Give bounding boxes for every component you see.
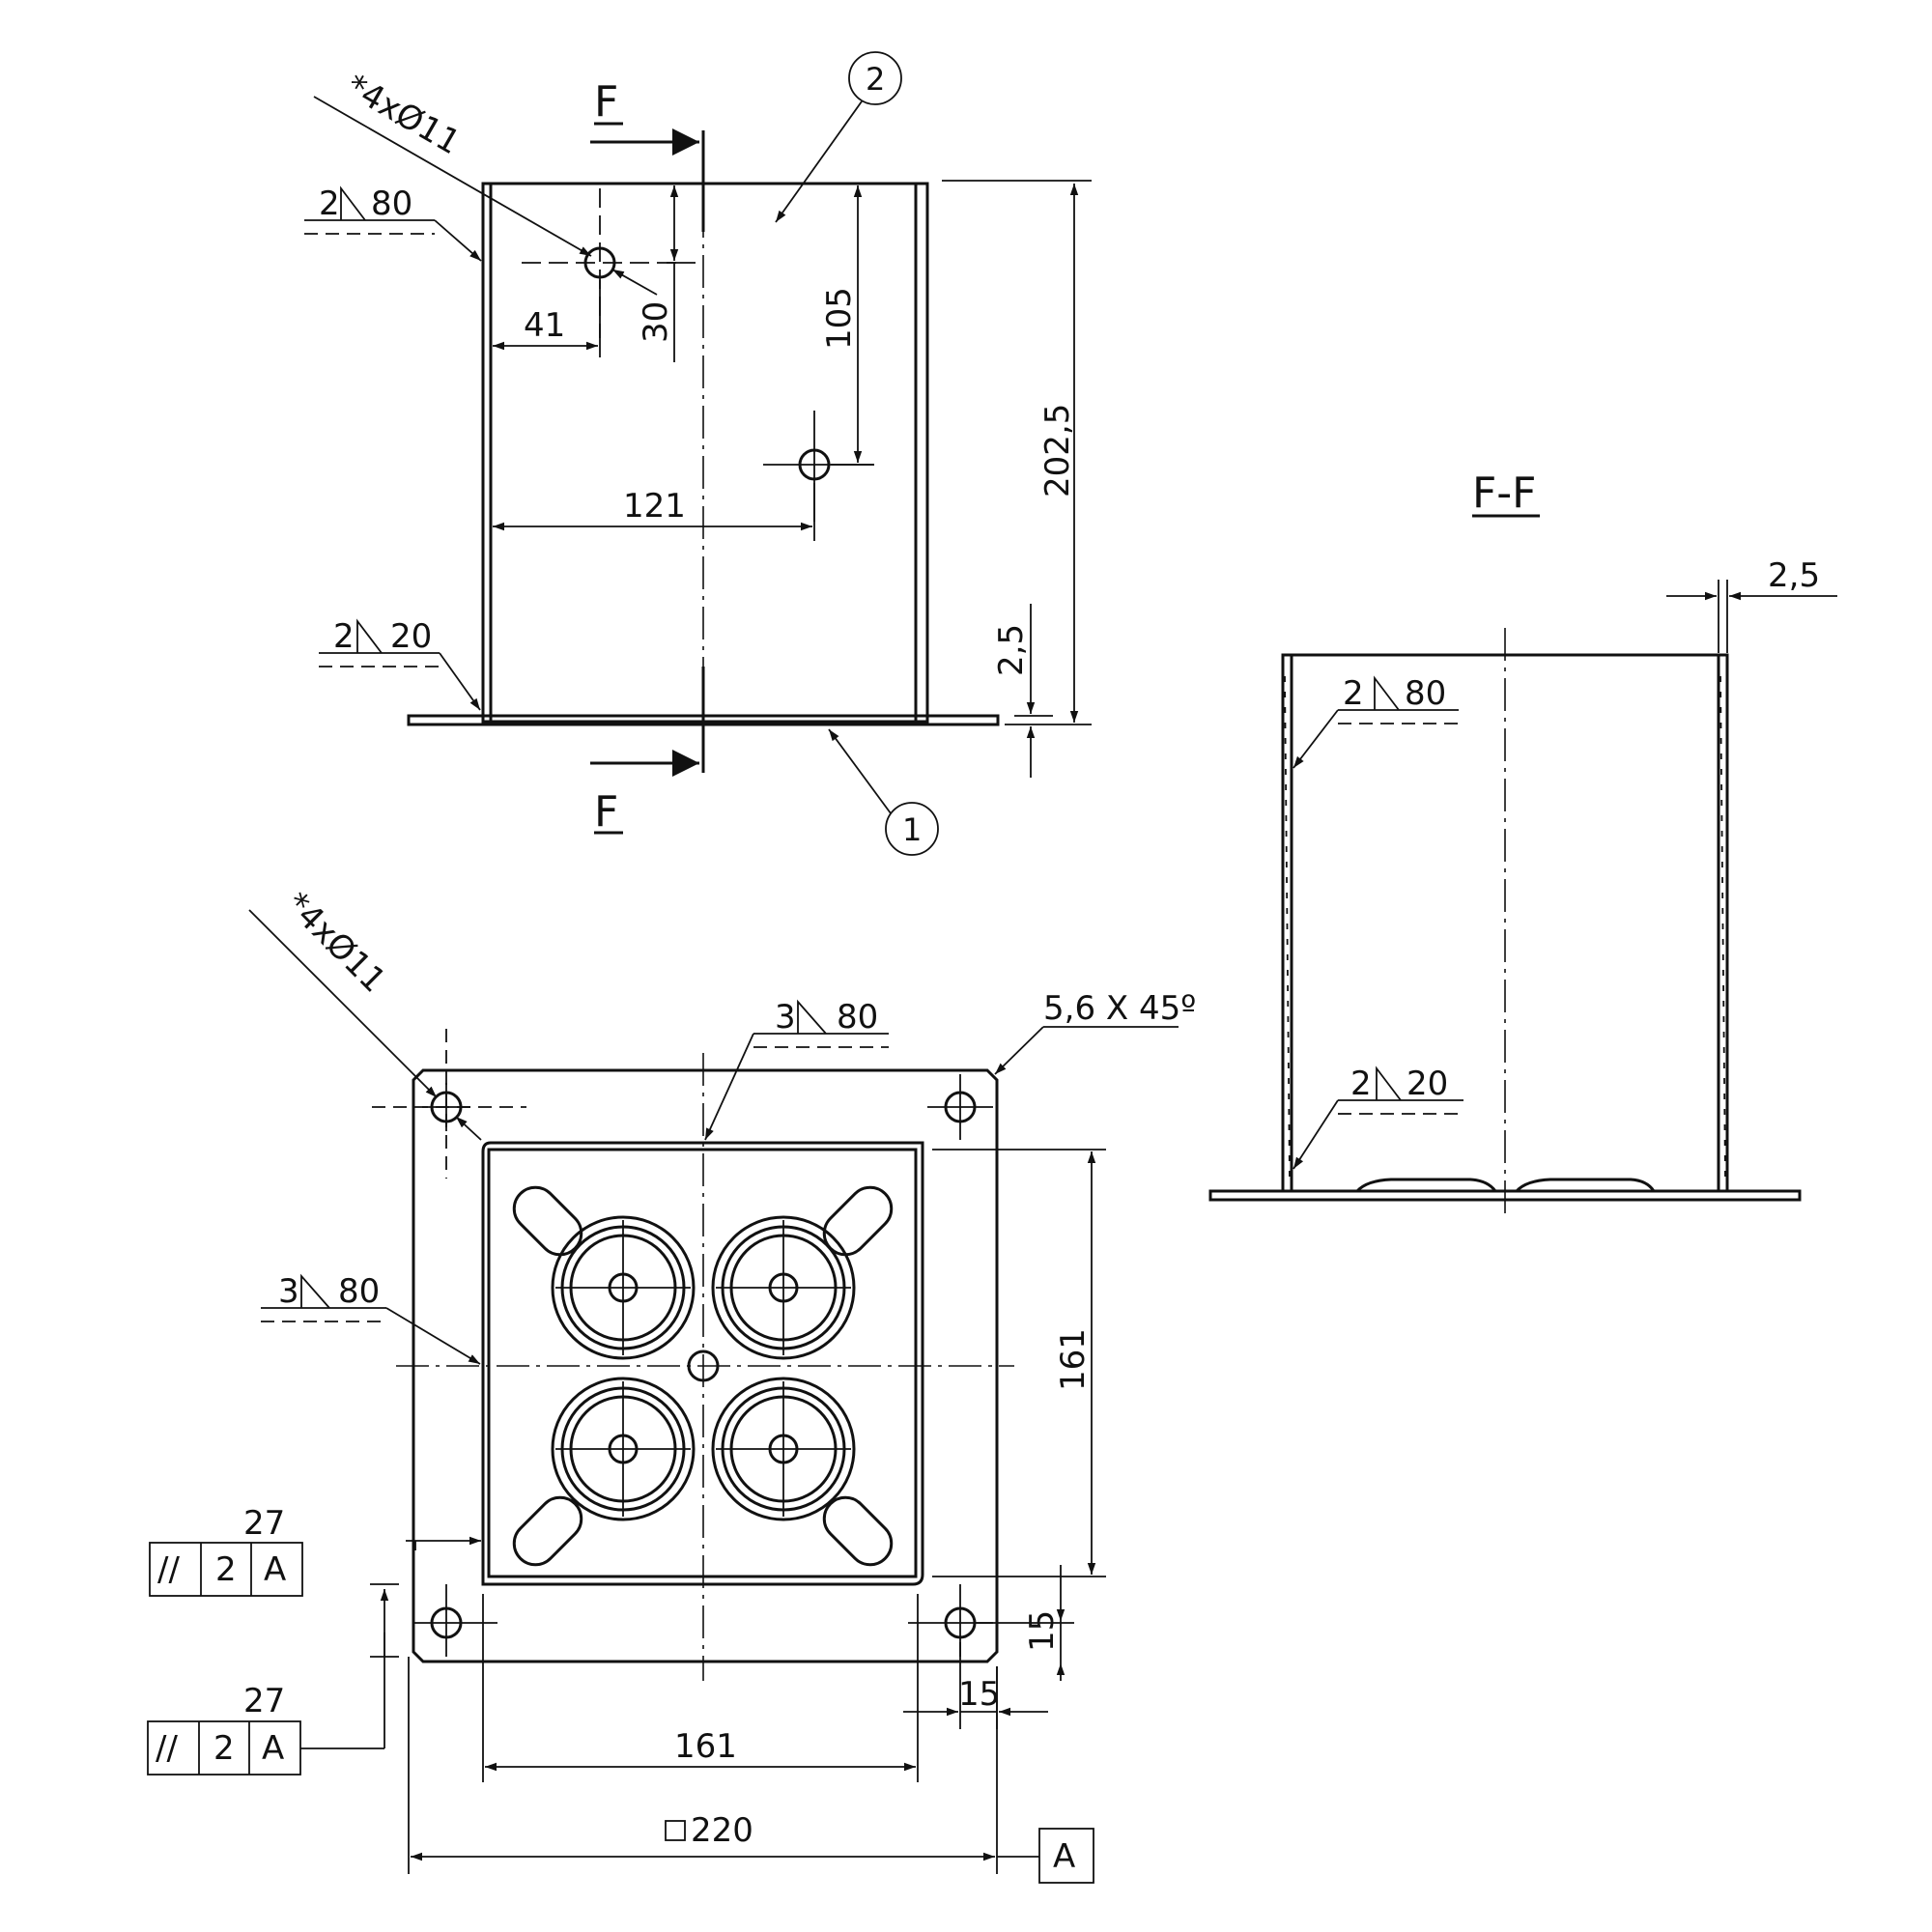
plan-weld-left: 3 80 — [261, 1272, 481, 1365]
svg-text:2: 2 — [213, 1729, 235, 1768]
svg-text:3: 3 — [278, 1272, 299, 1311]
section-letter-top: F — [594, 77, 618, 127]
svg-text:220: 220 — [691, 1811, 753, 1850]
dim-161-vertical: 161 — [932, 1149, 1106, 1577]
section-wall-right — [1717, 653, 1729, 1193]
section-view: F-F 2,5 2 80 — [1208, 469, 1837, 1219]
section-weld-top: 2 80 — [1293, 674, 1459, 769]
section-wall-left — [1281, 653, 1293, 1193]
tolerance-frame-2: 27 // 2 A — [147, 1583, 399, 1776]
datum-label: A — [1053, 1837, 1075, 1876]
dim-161-horizontal: 161 — [482, 1594, 919, 1782]
svg-text:20: 20 — [390, 617, 432, 656]
dim-121: 121 — [493, 483, 815, 541]
svg-text:2: 2 — [215, 1550, 237, 1589]
tube-outline — [481, 182, 929, 724]
svg-text:A: A — [264, 1550, 286, 1589]
dim-30: 30 — [637, 185, 696, 362]
plan-hole-callout: *4xØ11 — [278, 885, 393, 1000]
dim-wall-2-5: 2,5 — [1666, 556, 1837, 653]
dim-15-vertical: 15 — [976, 1565, 1074, 1681]
tube-square — [481, 1141, 924, 1586]
svg-text:27: 27 — [243, 1682, 285, 1720]
svg-text:80: 80 — [1405, 674, 1446, 713]
svg-text:80: 80 — [338, 1272, 380, 1311]
dim-202-5: 202,5 — [942, 180, 1092, 725]
svg-text:121: 121 — [623, 487, 686, 526]
svg-text://: // — [156, 1729, 178, 1768]
svg-text:2,5: 2,5 — [992, 624, 1031, 676]
balloon-1: 1 — [828, 728, 939, 856]
dim-2-5: 2,5 — [992, 604, 1053, 778]
plan-view: *4xØ11 3 80 3 80 5,6 X 45º — [147, 885, 1196, 1884]
svg-text://: // — [157, 1550, 180, 1589]
dim-square-220: 220 A — [408, 1657, 1094, 1884]
svg-text:1: 1 — [902, 811, 922, 848]
svg-text:27: 27 — [243, 1504, 285, 1543]
svg-text:A: A — [262, 1729, 284, 1768]
svg-text:3: 3 — [775, 998, 796, 1037]
weld-symbol-bottom: 2 20 — [319, 617, 481, 711]
dim-41: 41 — [493, 280, 601, 357]
svg-text:20: 20 — [1406, 1065, 1448, 1103]
svg-text:15: 15 — [1023, 1610, 1062, 1652]
svg-text:2: 2 — [319, 185, 340, 223]
svg-text:161: 161 — [1054, 1328, 1093, 1391]
svg-text:41: 41 — [524, 306, 565, 345]
section-title: F-F — [1472, 469, 1537, 518]
svg-text:2: 2 — [1343, 674, 1364, 713]
svg-text:80: 80 — [837, 998, 878, 1037]
balloon-2: 2 — [775, 51, 902, 223]
svg-text:2: 2 — [333, 617, 355, 656]
svg-text:15: 15 — [958, 1675, 1000, 1714]
svg-text:105: 105 — [820, 287, 859, 350]
weld-symbol-top: 2 80 — [304, 185, 482, 262]
base-plate-outline — [412, 1068, 999, 1663]
svg-text:5,6 X 45º: 5,6 X 45º — [1043, 989, 1196, 1028]
svg-text:202,5: 202,5 — [1038, 404, 1077, 497]
svg-text:80: 80 — [371, 185, 412, 223]
bosses — [551, 1215, 856, 1521]
tolerance-frame-1: 27 // 2 A — [149, 1504, 481, 1597]
section-weld-bottom: 2 20 — [1293, 1065, 1463, 1170]
dim-15-horizontal: 15 — [903, 1642, 1048, 1729]
corner-holes — [372, 1029, 993, 1657]
chamfer-callout: 5,6 X 45º — [994, 989, 1196, 1075]
svg-text:2,5: 2,5 — [1768, 556, 1820, 595]
svg-text:30: 30 — [637, 301, 675, 343]
dim-105: 105 — [820, 185, 874, 466]
svg-text:161: 161 — [674, 1727, 737, 1766]
svg-text:2: 2 — [1350, 1065, 1372, 1103]
svg-text:2: 2 — [866, 61, 885, 98]
datum-box — [1038, 1828, 1094, 1884]
section-letter-bottom: F — [594, 787, 618, 837]
front-view: F F *4xØ11 2 80 2 20 — [304, 51, 1092, 856]
plan-weld-top: 3 80 — [704, 998, 889, 1141]
